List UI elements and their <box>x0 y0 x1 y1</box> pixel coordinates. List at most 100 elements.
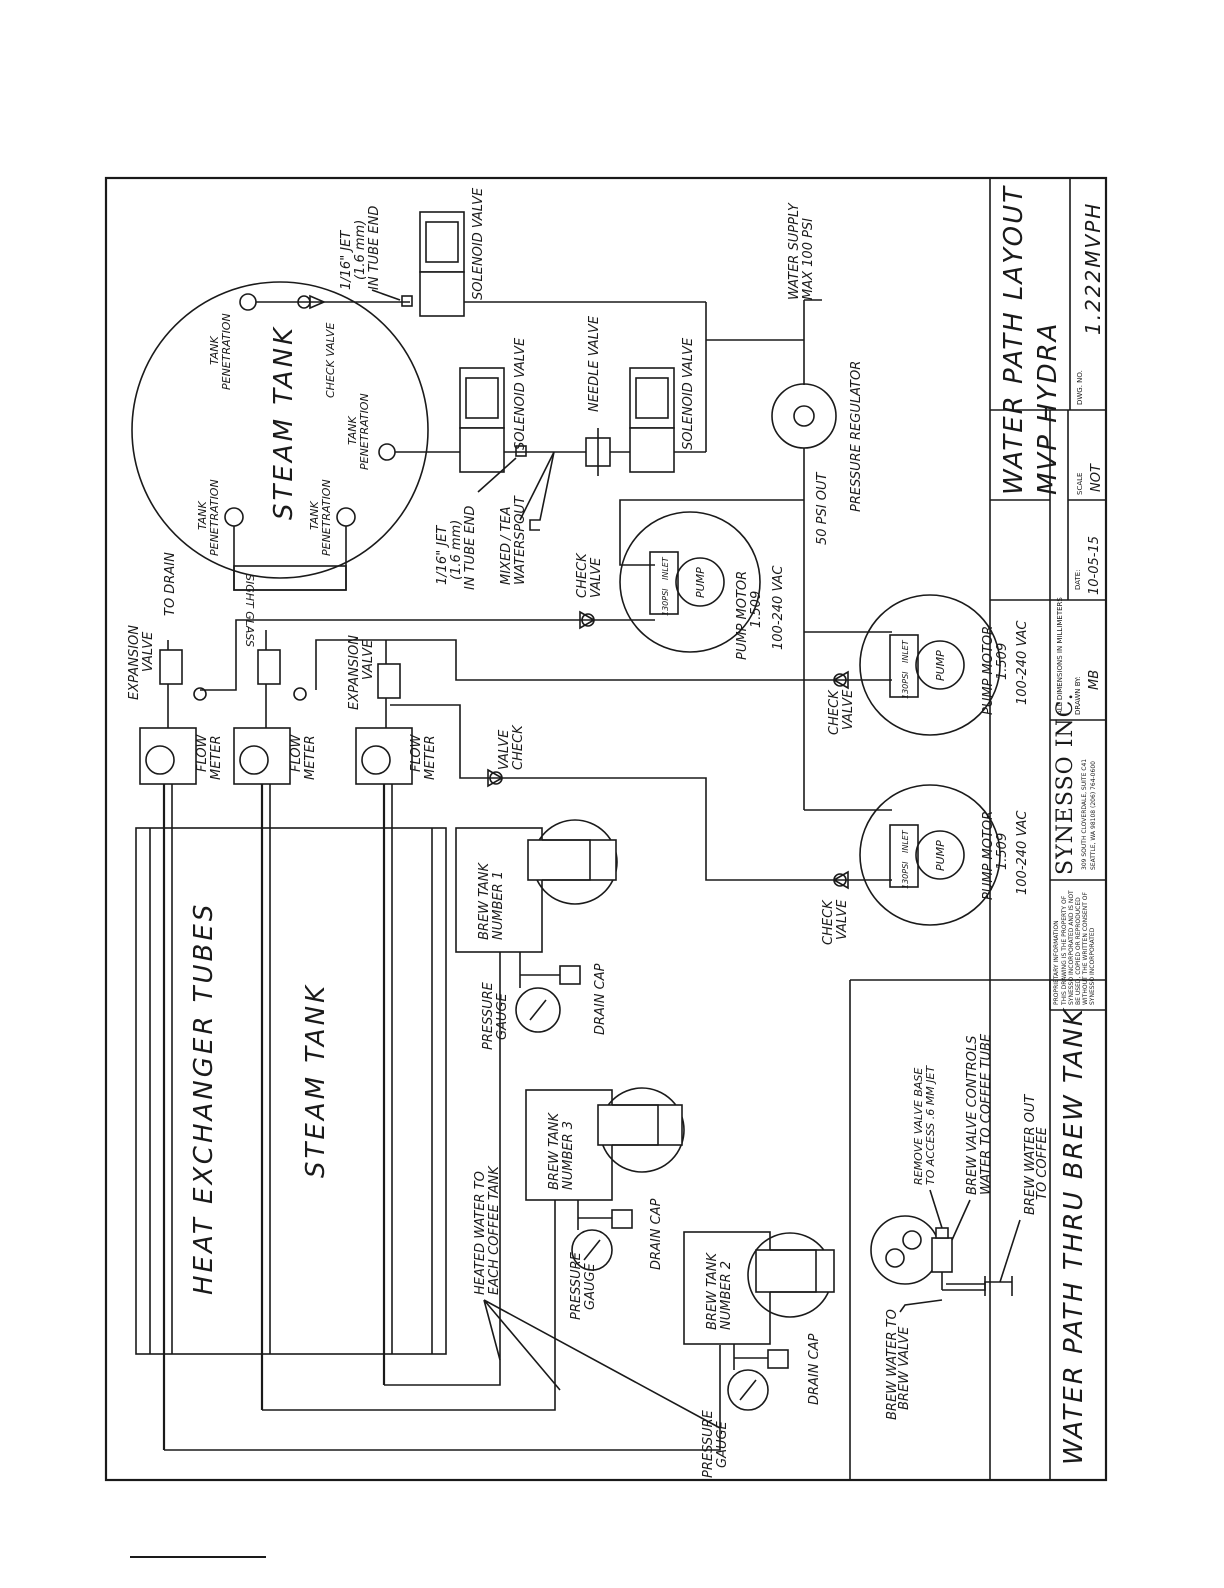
pressure-gauge-2 <box>727 1369 769 1411</box>
dimensions-note: ALL DIMENSIONS IN MILLIMETERS <box>1056 597 1064 715</box>
proprietary-line2: SYNESSO INCORPORATED AND IS NOT <box>1068 890 1075 1005</box>
inset-title: WATER PATH THRU BREW TANK <box>1059 1007 1089 1465</box>
brew-tank-1-b: NUMBER 1 <box>491 871 506 940</box>
pump-2-motor: PUMP MOTOR <box>981 626 996 715</box>
pump-3-motor: PUMP MOTOR <box>981 811 996 900</box>
pump-1-label: PUMP <box>694 567 707 598</box>
pump-3-psi: 130PSI <box>901 861 910 889</box>
pressure-gauge-1-a: PRESSURE <box>481 981 496 1050</box>
inset-brew-water-out-2: TO COFFEE <box>1035 1126 1050 1200</box>
check-pump2-b: VALVE <box>841 689 856 730</box>
tank-penetration-a1: TANK <box>196 501 209 530</box>
flow-meter-3-a: FLOW <box>409 733 424 772</box>
solenoid-valve-1-label: SOLENOID VALVE <box>471 187 486 300</box>
pump-1-model: 1.509 <box>749 591 764 628</box>
pressure-gauge-3 <box>571 1229 613 1271</box>
sight-glass <box>233 565 347 591</box>
scale-value: NOT <box>1089 463 1104 492</box>
steam-tank-long-label: STEAM TANK <box>301 983 331 1178</box>
expansion-3-b: VALVE <box>361 639 376 680</box>
pump-2-model: 1.509 <box>995 643 1010 680</box>
drain-cap-1: DRAIN CAP <box>593 963 608 1035</box>
flow-meter-1-b: METER <box>209 735 224 780</box>
pump-2-label: PUMP <box>934 650 947 681</box>
pressure-gauge-1-b: GAUGE <box>495 992 510 1040</box>
pump-3-model: 1.509 <box>995 833 1010 870</box>
steam-tank-label: STEAM TANK <box>269 325 299 520</box>
steam-tank-circle <box>131 281 429 579</box>
jet-2-b: (1.6 mm) <box>449 520 464 580</box>
date-value: 10-05-15 <box>1087 536 1102 595</box>
heat-exchanger-label: HEAT EXCHANGER TUBES <box>189 902 219 1295</box>
scale-label: SCALE <box>1076 473 1084 495</box>
proprietary-line1: THIS DRAWING IS THE PROPERTY OF <box>1061 895 1068 1006</box>
jet-2-a: 1/16" JET <box>435 525 450 585</box>
expansion-3-a: EXPANSION <box>347 635 362 710</box>
proprietary-line4: WITHOUT THE WRITTEN CONSENT OF <box>1082 891 1089 1005</box>
pump-1: PUMP INLET 130PSI PUMP MOTOR 1.509 100-2… <box>619 511 786 660</box>
tank-penetration-c1: TANK <box>208 336 221 365</box>
company-name: SYNESSO INC. <box>1053 692 1078 875</box>
footer-rule <box>130 1556 266 1558</box>
tank-penetration-b1: TANK <box>308 501 321 530</box>
inset-remove-valve-2: TO ACCESS .6 MM JET <box>924 1065 937 1185</box>
tea-spout-2: SPOUT <box>513 495 528 540</box>
tank-penetration-b2: PENETRATION <box>320 479 333 556</box>
inset-brew-water-to-1: BREW WATER TO <box>885 1309 900 1420</box>
dwg-no-label: DWG. NO. <box>1076 370 1084 405</box>
psi-out-label: 50 PSI OUT <box>815 472 830 545</box>
drain-cap-3: DRAIN CAP <box>649 1198 664 1270</box>
water-supply-1: WATER SUPPLY <box>787 202 802 300</box>
brew-tank-3-a: BREW TANK <box>547 1111 562 1190</box>
brew-tank-1-a: BREW TANK <box>477 861 492 940</box>
flow-meter-3: FLOW METER <box>355 640 438 785</box>
brew-tank-2: BREW TANK NUMBER 2 PRESSURE GAUGE DRAIN … <box>683 1231 835 1478</box>
brew-tank-2-b: NUMBER 2 <box>719 1261 734 1330</box>
inset-brew-valve-controls-2: WATER TO COFFEE TUBE <box>979 1033 994 1195</box>
pump-1-voltage: 100-240 VAC <box>771 565 786 650</box>
pump-3: PUMP INLET 130PSI PUMP MOTOR 1.509 100-2… <box>859 784 1030 926</box>
drain-cap-2: DRAIN CAP <box>807 1333 822 1405</box>
pump-3-inlet: INLET <box>901 829 910 853</box>
flow-meter-1-a: FLOW <box>195 733 210 772</box>
title-line1: WATER PATH LAYOUT <box>999 185 1029 495</box>
top-piping: SOLENOID VALVE 1/16" JET (1.6 mm) IN TUB… <box>256 187 864 810</box>
brew-tank-1: BREW TANK NUMBER 1 PRESSURE GAUGE DRAIN … <box>455 819 618 1050</box>
flow-meter-1: FLOW METER <box>139 640 224 785</box>
brew-tank-2-a: BREW TANK <box>705 1251 720 1330</box>
dwg-no-value: 1.222MVPH <box>1081 202 1105 335</box>
inset-brew-valve <box>931 1237 953 1273</box>
brew-tank-3: BREW TANK NUMBER 3 PRESSURE GAUGE DRAIN … <box>525 1087 685 1320</box>
drawing-border <box>104 176 1108 1482</box>
inset-brew-tank <box>870 1215 940 1285</box>
jet-1-b: (1.6 mm) <box>353 220 368 280</box>
check-pump3-a: CHECK <box>821 899 836 945</box>
pump-3-label: PUMP <box>934 840 947 871</box>
flow-meter-3-b: METER <box>423 735 438 780</box>
valve-check-b: CHECK <box>511 724 526 770</box>
pump-piping: CHECK VALVE CHECK VALVE CHECK VALVE VALV… <box>200 499 892 945</box>
inset-brew-valve-controls-1: BREW VALVE CONTROLS <box>965 1036 980 1195</box>
needle-valve-label: NEEDLE VALVE <box>587 315 602 412</box>
brew-tank-3-b: NUMBER 3 <box>561 1121 576 1190</box>
water-supply-2: MAX 100 PSI <box>801 218 816 300</box>
tank-penetration-c2: PENETRATION <box>220 313 233 390</box>
check-pump1-b: VALVE <box>589 557 604 598</box>
pump-1-inlet: INLET <box>661 556 670 580</box>
jet-1-c: IN TUBE END <box>367 206 382 290</box>
inset-remove-valve-1: REMOVE VALVE BASE <box>912 1068 925 1185</box>
check-pump2-a: CHECK <box>827 689 842 735</box>
check-valve-label-top: CHECK VALVE <box>324 323 337 398</box>
jet-1-a: 1/16" JET <box>339 230 354 290</box>
drawn-by-value: MB <box>1087 670 1102 690</box>
pressure-gauge-3-a: PRESSURE <box>569 1251 584 1320</box>
to-drain-label: TO DRAIN <box>163 552 178 616</box>
pressure-gauge-3-b: GAUGE <box>583 1262 598 1310</box>
flow-meter-2-a: FLOW <box>289 733 304 772</box>
pump-2: PUMP INLET 130PSI PUMP MOTOR 1.509 100-2… <box>859 594 1030 736</box>
pressure-regulator <box>771 383 837 449</box>
pump-2-voltage: 100-240 VAC <box>1015 620 1030 705</box>
jet-2-c: IN TUBE END <box>463 506 478 590</box>
